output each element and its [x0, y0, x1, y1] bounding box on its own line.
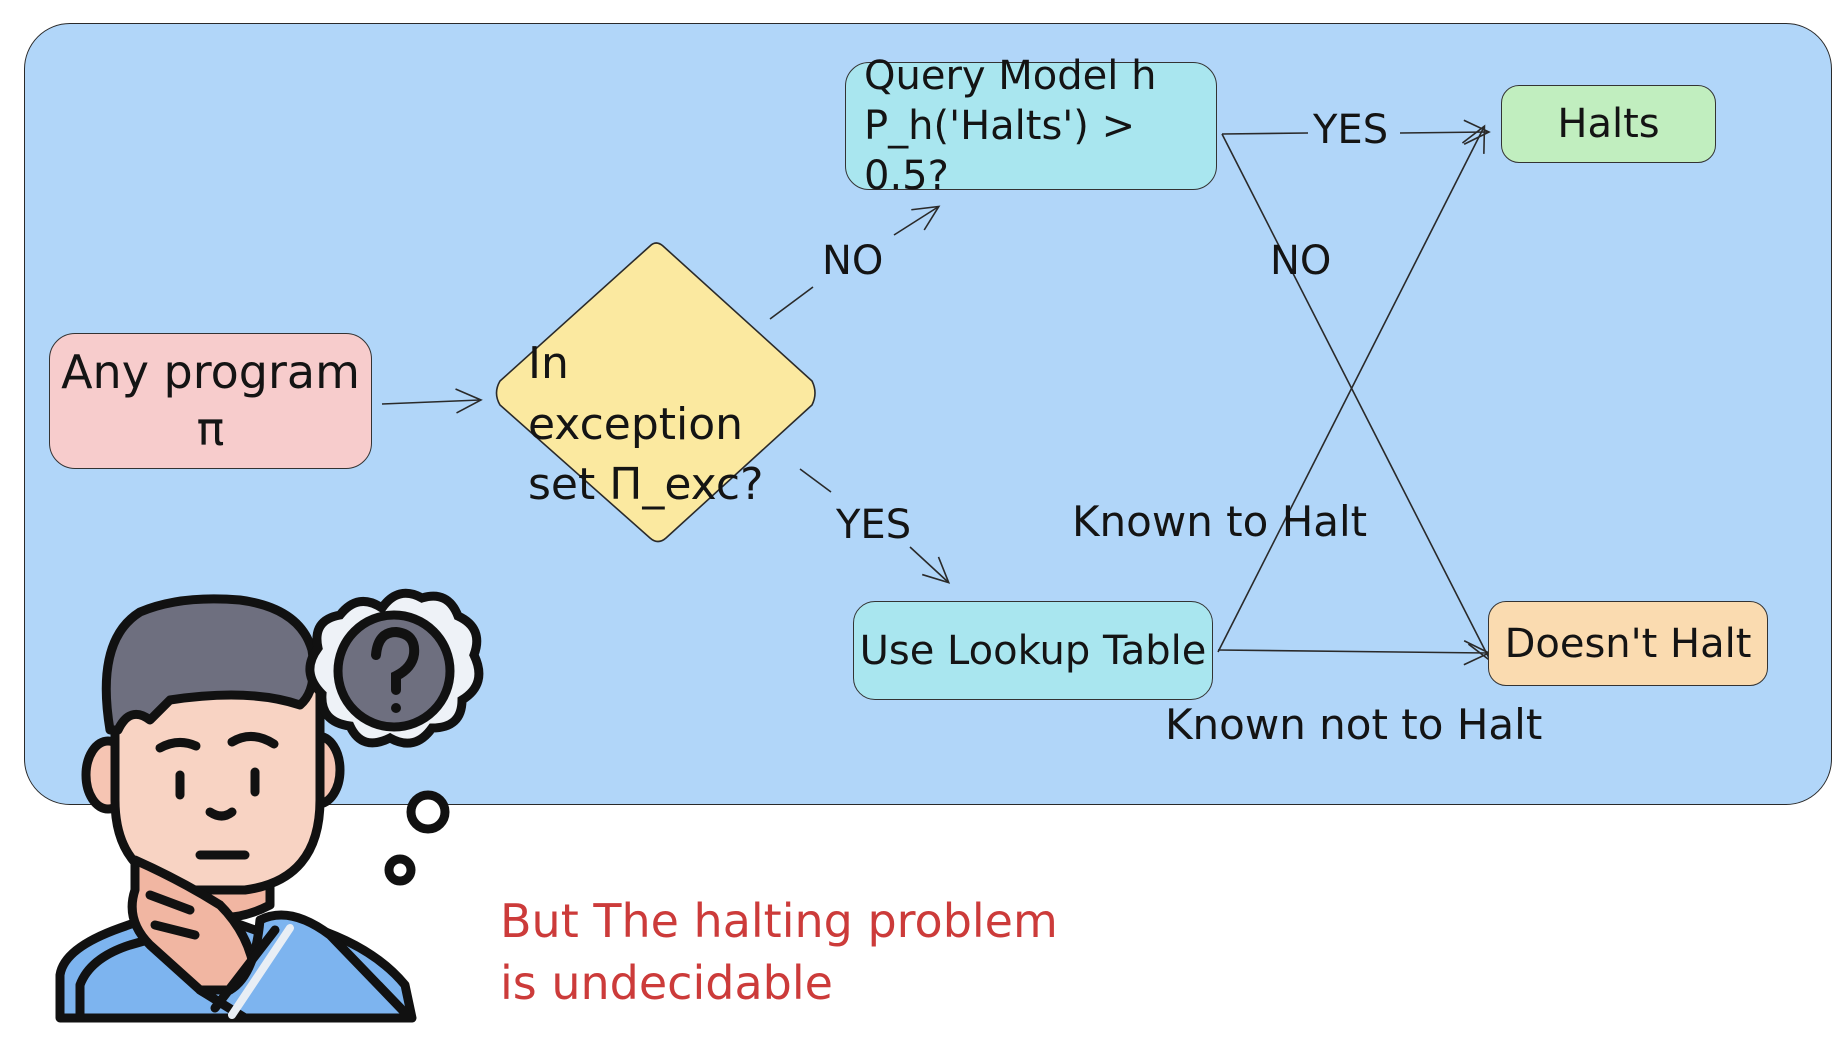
- arrow-decision-to-query-part1: [769, 286, 814, 320]
- undecidable-note: But The halting problem is undecidable: [500, 890, 1058, 1014]
- node-halts: Halts: [1501, 85, 1716, 163]
- halts-label: Halts: [1557, 101, 1660, 147]
- node-use-lookup-table: Use Lookup Table: [853, 601, 1213, 700]
- arrow-decision-to-query-part2: [893, 205, 941, 236]
- arrow-query-to-halts-part1: [1221, 132, 1309, 135]
- node-exception-set-label: In exception set Π_exc?: [528, 334, 788, 516]
- node-any-program-line1: Any program: [61, 344, 360, 399]
- node-any-program: Any program π: [49, 333, 372, 469]
- node-doesnt-halt: Doesn't Halt: [1488, 601, 1768, 686]
- note-line2: is undecidable: [500, 956, 833, 1011]
- decision-line1: In exception: [528, 338, 744, 450]
- arrow-query-to-doesnt-halt: [1221, 133, 1492, 663]
- query-line2: P_h('Halts') > 0.5?: [864, 103, 1136, 199]
- arrow-lookup-to-halts: [1217, 124, 1486, 653]
- node-query-model: Query Model h P_h('Halts') > 0.5?: [845, 53, 1217, 199]
- lookup-label: Use Lookup Table: [859, 627, 1207, 674]
- note-line1: But The halting problem: [500, 894, 1058, 948]
- edge-label-no-to-query: NO: [822, 238, 884, 284]
- node-any-program-line2: π: [196, 402, 225, 456]
- query-line1: Query Model h: [864, 53, 1157, 99]
- arrow-start-to-decision: [381, 388, 483, 414]
- arrow-lookup-to-doesnt-halt: [1217, 640, 1491, 666]
- arrow-query-to-halts-part2: [1399, 119, 1491, 145]
- decision-line2: set Π_exc?: [528, 459, 764, 511]
- doesnt-halt-label: Doesn't Halt: [1504, 620, 1752, 667]
- edge-label-query-yes: YES: [1313, 107, 1389, 153]
- edge-label-yes-to-lookup: YES: [836, 502, 912, 548]
- question-mark-thought-bubble-icon: [305, 588, 484, 886]
- edge-label-known-not-to-halt: Known not to Halt: [1165, 700, 1543, 749]
- arrow-decision-to-lookup-part2: [909, 546, 951, 584]
- thinking-person-icon: [55, 594, 417, 1023]
- edge-label-query-no: NO: [1270, 238, 1332, 284]
- arrow-decision-to-lookup-part1: [799, 468, 832, 493]
- edge-label-known-to-halt: Known to Halt: [1072, 497, 1368, 546]
- decision-diamond: [495, 242, 816, 543]
